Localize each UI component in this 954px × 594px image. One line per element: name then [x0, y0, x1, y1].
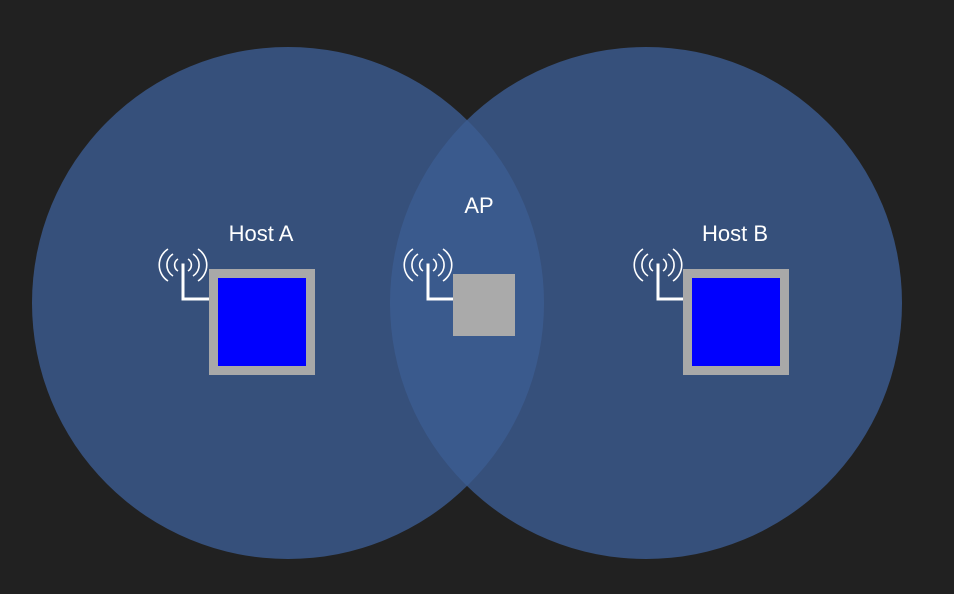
access-point-box-icon	[453, 274, 515, 336]
host-b-screen	[692, 278, 780, 366]
ap-label: AP	[464, 193, 493, 218]
computer-monitor-icon	[683, 269, 789, 375]
host-a-label: Host A	[229, 221, 294, 246]
ap-node: AP	[403, 193, 515, 336]
host-b-node: Host B	[633, 221, 789, 375]
wireless-antenna-icon	[403, 248, 457, 301]
host-a-node: Host A	[158, 221, 315, 375]
wireless-antenna-icon	[158, 248, 212, 301]
computer-monitor-icon	[209, 269, 315, 375]
host-a-screen	[218, 278, 306, 366]
wireless-antenna-icon	[633, 248, 687, 301]
host-b-range-circle	[390, 47, 902, 559]
host-b-label: Host B	[702, 221, 768, 246]
